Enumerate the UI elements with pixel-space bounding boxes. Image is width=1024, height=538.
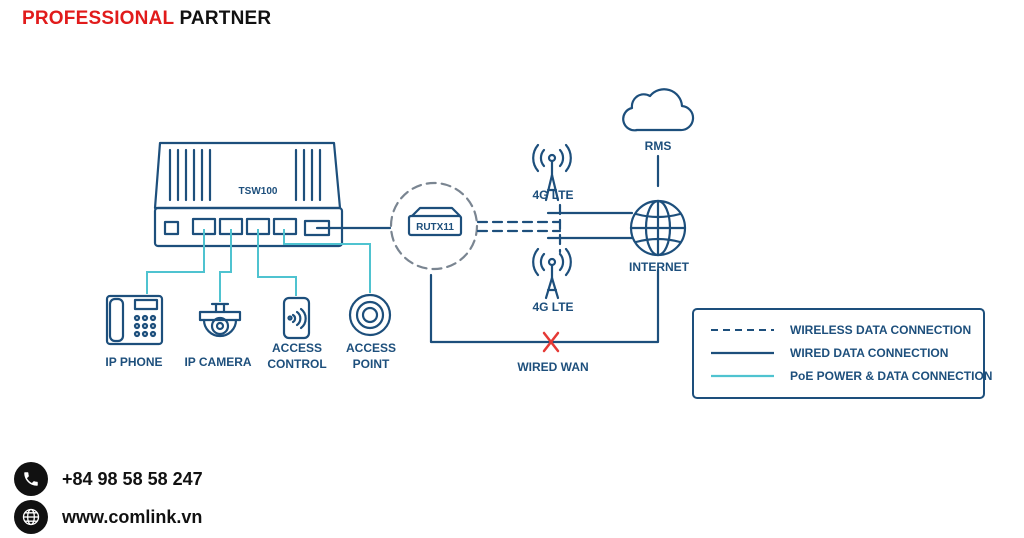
cloud-label: RMS <box>645 139 672 153</box>
device-label: POINT <box>353 357 390 371</box>
contact-website: www.comlink.vn <box>14 500 202 534</box>
router-device <box>407 214 463 237</box>
legend-item-label: PoE POWER & DATA CONNECTION <box>790 369 992 383</box>
legend: WIRELESS DATA CONNECTION WIRED DATA CONN… <box>692 308 992 399</box>
brand-title: PROFESSIONAL PARTNER <box>22 8 271 30</box>
tower-bottom-label: 4G LTE <box>532 300 573 314</box>
device-label: IP PHONE <box>105 355 162 369</box>
globe-icon <box>14 500 48 534</box>
phone-icon <box>14 462 48 496</box>
ip-camera-device <box>198 302 242 338</box>
wan-cross-icon <box>542 331 560 353</box>
lte-tower-bottom <box>532 247 572 300</box>
switch-label: TSW100 <box>239 186 278 197</box>
phone-number[interactable]: +84 98 58 58 247 <box>62 468 203 489</box>
contact-phone: +84 98 58 58 247 <box>14 462 203 496</box>
brand-part-2: PARTNER <box>179 8 272 29</box>
wan-label: WIRED WAN <box>517 360 588 374</box>
website-link[interactable]: www.comlink.vn <box>62 506 203 527</box>
wired-wan-link <box>429 268 660 344</box>
globe-label: INTERNET <box>629 260 690 274</box>
access-point-device <box>348 293 392 337</box>
router-dashed-circle <box>389 181 479 271</box>
brand-part-1: PROFESSIONAL <box>22 8 174 29</box>
tower-top-label: 4G LTE <box>532 188 573 202</box>
legend-item-label: WIRED DATA CONNECTION <box>790 346 948 360</box>
lte-tower-top <box>532 143 572 202</box>
device-label: IP CAMERA <box>184 355 251 369</box>
device-label: ACCESS <box>272 341 322 355</box>
device-label: ACCESS <box>346 341 396 355</box>
router-label: RUTX11 <box>416 222 454 233</box>
ip-phone-device <box>105 294 164 346</box>
internet-globe <box>629 199 687 257</box>
access-control-device <box>282 296 311 340</box>
poe-links <box>146 229 371 302</box>
rms-cloud <box>622 88 695 132</box>
legend-item-label: WIRELESS DATA CONNECTION <box>790 323 971 337</box>
device-label: CONTROL <box>267 357 326 371</box>
